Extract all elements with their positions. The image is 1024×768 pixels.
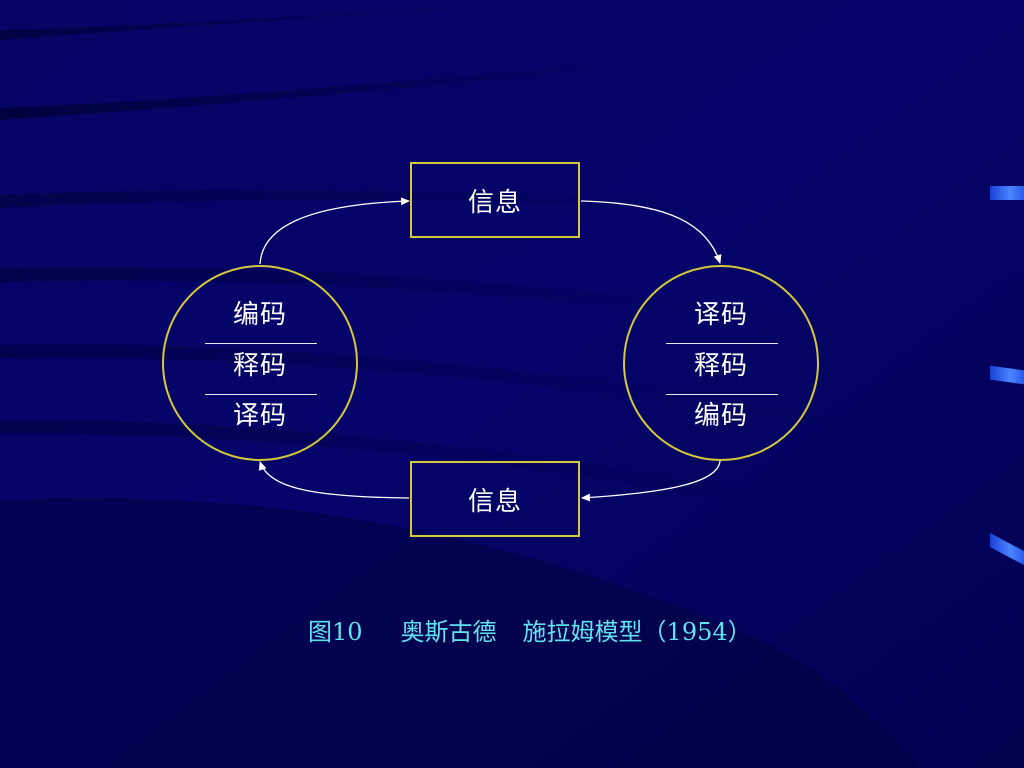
caption-author: 奥斯古德 [400, 618, 497, 646]
right-circle-line-3: 编码 [693, 401, 748, 431]
left-circle-line-3: 译码 [232, 401, 287, 431]
message-box-bottom: 信息 [410, 461, 580, 537]
figure-caption: 图10 奥斯古德施拉姆模型（1954） [308, 612, 752, 647]
right-circle-line-1: 译码 [693, 300, 748, 330]
right-circle-divider-1 [666, 343, 778, 344]
left-circle-divider-2 [205, 394, 317, 395]
left-circle-line-2: 释码 [232, 351, 287, 381]
decor-stripe [990, 186, 1024, 200]
interpreter-circle-left: 编码 释码 译码 [162, 265, 358, 461]
caption-figure-number: 图10 [308, 618, 363, 646]
message-box-top-label: 信息 [467, 187, 522, 218]
interpreter-circle-right: 译码 释码 编码 [623, 265, 819, 461]
right-circle-divider-2 [666, 394, 778, 395]
right-circle-line-2: 释码 [693, 351, 748, 381]
left-circle-divider-1 [205, 343, 317, 344]
left-circle-line-1: 编码 [232, 300, 287, 330]
caption-title: 施拉姆模型（1954） [522, 618, 752, 646]
message-box-top: 信息 [410, 162, 580, 238]
message-box-bottom-label: 信息 [467, 486, 522, 517]
